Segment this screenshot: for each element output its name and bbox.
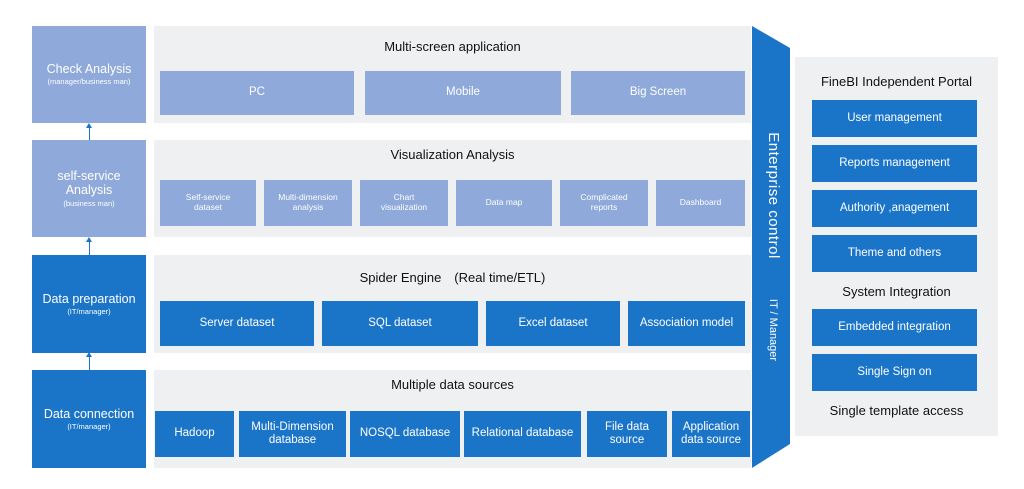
enterprise-subtitle-wrap: IT / Manager xyxy=(758,290,788,370)
viz-chart-visualization: Chart visualization xyxy=(360,180,448,226)
source-multi-dimension-database: Multi-Dimension database xyxy=(239,411,346,457)
arrow-head-icon xyxy=(86,352,92,357)
arrow-head-icon xyxy=(86,123,92,128)
layer-title: Multiple data sources xyxy=(391,377,514,392)
role-title: Check Analysis xyxy=(46,62,132,76)
source-relational-database: Relational database xyxy=(464,411,581,457)
engine-excel-dataset: Excel dataset xyxy=(486,301,620,346)
layer-title: Visualization Analysis xyxy=(390,147,515,162)
app-mobile: Mobile xyxy=(365,71,561,115)
portal-reports-management: Reports management xyxy=(812,145,977,182)
viz-self-service-dataset: Self-service dataset xyxy=(160,180,256,226)
role-title: Data preparation xyxy=(42,291,136,306)
source-application-data-source: Application data source xyxy=(672,411,750,457)
role-title: self-service Analysis xyxy=(57,168,121,198)
source-nosql-database: NOSQL database xyxy=(350,411,460,457)
source-file-data-source: File data source xyxy=(587,411,667,457)
integration-single-sign-on: Single Sign on xyxy=(812,354,977,391)
viz-dashboard: Dashboard xyxy=(656,180,745,226)
integration-title: System Integration xyxy=(842,284,951,299)
app-pc: PC xyxy=(160,71,354,115)
portal-title: FineBI Independent Portal xyxy=(820,74,973,89)
viz-data-map: Data map xyxy=(456,180,552,226)
role-subtitle: (IT/manager) xyxy=(67,421,111,431)
viz-multi-dimension-analysis: Multi-dimension analysis xyxy=(264,180,352,226)
integration-embedded: Embedded integration xyxy=(812,309,977,346)
arrow-up-1 xyxy=(89,128,90,140)
source-hadoop: Hadoop xyxy=(155,411,234,457)
engine-association-model: Association model xyxy=(628,301,745,346)
engine-sql-dataset: SQL dataset xyxy=(322,301,478,346)
layer-title: Spider Engine (Real time/ETL) xyxy=(359,270,546,285)
role-self-service-analysis: self-service Analysis (business man) xyxy=(32,140,146,237)
role-subtitle: (manager/business man) xyxy=(47,77,131,87)
arrow-up-2 xyxy=(89,242,90,255)
enterprise-title: Enterprise control xyxy=(764,131,782,259)
layer-title: Multi-screen application xyxy=(384,39,521,54)
engine-server-dataset: Server dataset xyxy=(160,301,314,346)
portal-theme-and-others: Theme and others xyxy=(812,235,977,272)
role-data-connection: Data connection (IT/manager) xyxy=(32,370,146,468)
portal-authority-management: Authority ,anagement xyxy=(812,190,977,227)
portal-footer: Single template access xyxy=(829,403,964,418)
app-big-screen: Big Screen xyxy=(571,71,745,115)
role-subtitle: (business man) xyxy=(63,198,115,208)
enterprise-control-bar xyxy=(752,26,790,468)
enterprise-subtitle: IT / Manager xyxy=(767,298,780,362)
role-check-analysis: Check Analysis (manager/business man) xyxy=(32,26,146,123)
portal-user-management: User management xyxy=(812,100,977,137)
role-data-preparation: Data preparation (IT/manager) xyxy=(32,255,146,353)
role-subtitle: (IT/manager) xyxy=(67,306,111,316)
role-title: Data connection xyxy=(43,406,135,421)
viz-complicated-reports: Complicated reports xyxy=(560,180,648,226)
enterprise-title-wrap: Enterprise control xyxy=(758,120,788,270)
arrow-up-3 xyxy=(89,357,90,370)
arrow-head-icon xyxy=(86,237,92,242)
